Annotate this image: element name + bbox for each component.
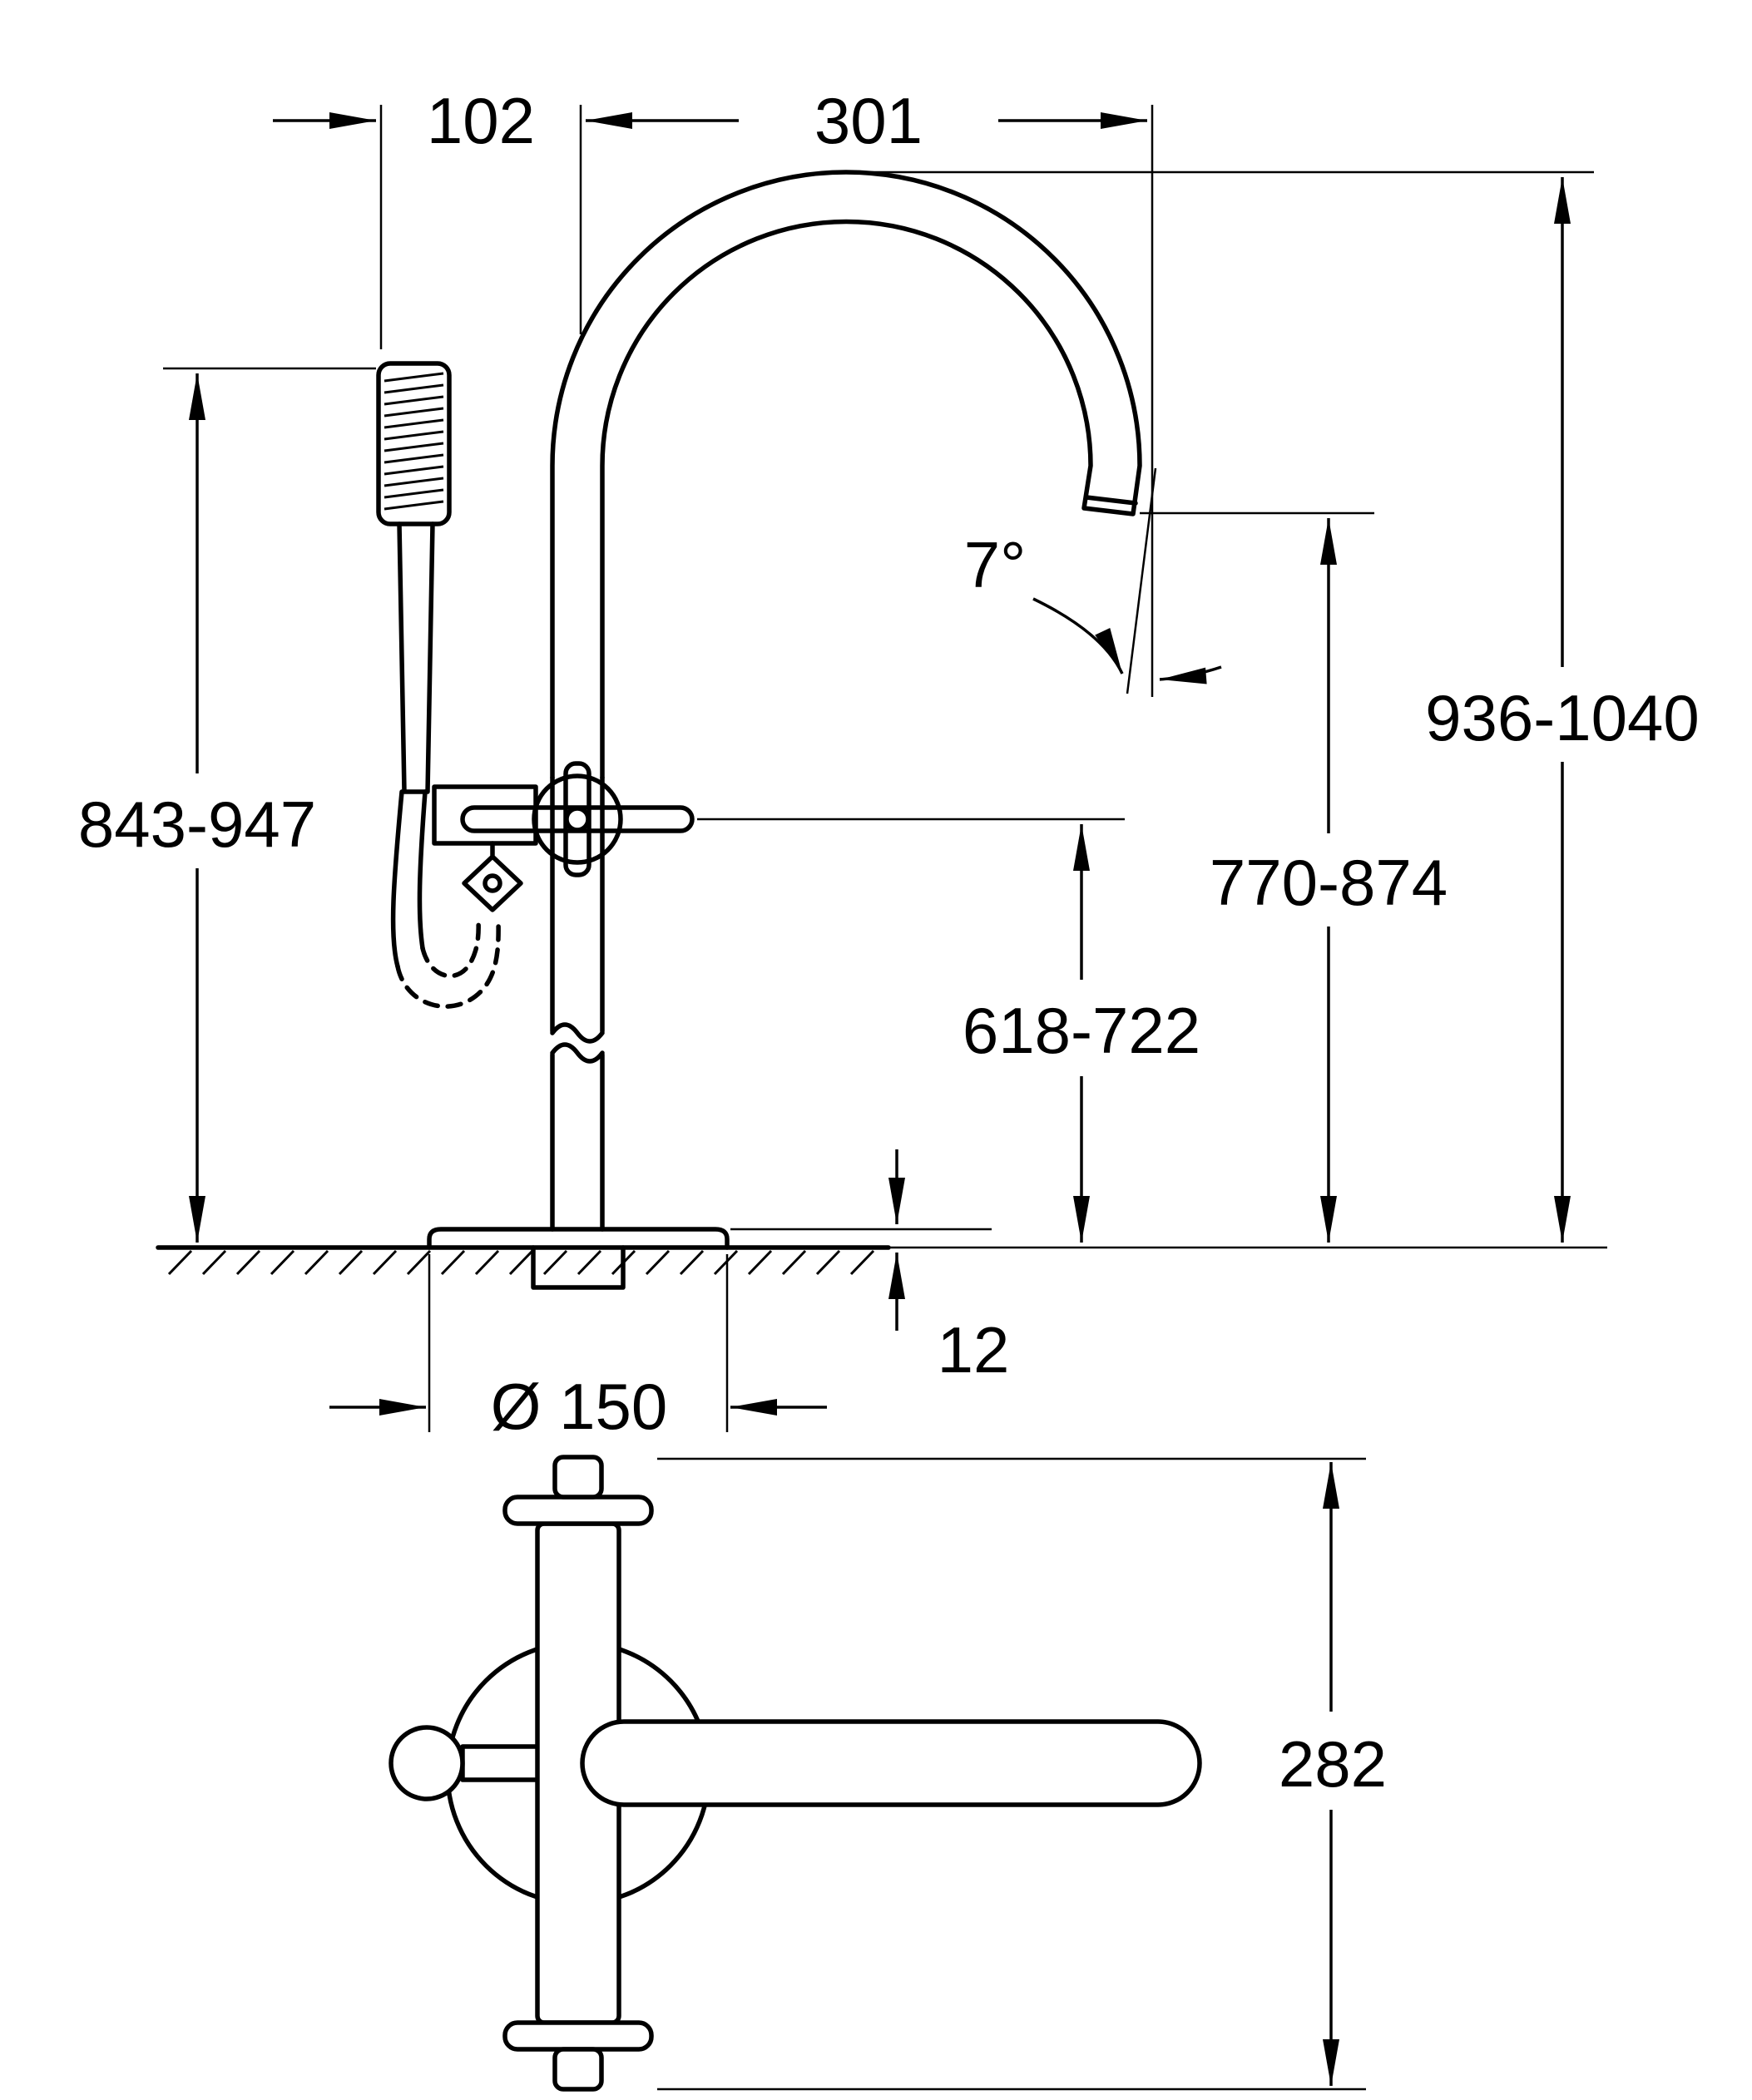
dim-301-label: 301 xyxy=(814,84,923,157)
diverter-knob-center xyxy=(483,873,502,893)
base-plate xyxy=(427,1227,730,1250)
dim-plate-thickness-label: 12 xyxy=(938,1313,1010,1386)
cross-handle-top-cap xyxy=(552,1455,604,1500)
dim-outlet-height-label: 770-874 xyxy=(1210,846,1448,919)
cross-handle-vertical-arm xyxy=(563,761,591,877)
floor-hatch xyxy=(167,1249,875,1276)
under-floor-shaft xyxy=(531,1245,626,1290)
cross-handle-horizontal-arm xyxy=(460,805,695,833)
hand-shower-handle xyxy=(397,521,435,794)
shower-hose-outer xyxy=(390,789,404,969)
diverter-stem-top-view xyxy=(460,1744,548,1782)
dim-shower-height-label: 843-947 xyxy=(78,788,316,861)
dim-total-height-label: 936-1040 xyxy=(1425,681,1700,754)
side-view xyxy=(156,170,1142,1290)
column-lines xyxy=(550,775,605,1232)
hand-shower-head xyxy=(376,361,452,526)
spout-aerator-line xyxy=(1084,495,1138,506)
valve-body xyxy=(532,773,623,865)
hand-shower-head-hatch xyxy=(384,372,444,511)
shower-hose-loop-inner xyxy=(420,919,481,979)
diverter-ball-top-view xyxy=(389,1725,465,1801)
dim-spout-angle-label: 7° xyxy=(964,528,1027,601)
spout-outline xyxy=(550,170,1142,780)
side-view-dimensions: 102 301 936-1040 770-874 618-722 843-947… xyxy=(78,84,1700,1443)
dim-depth-label: 282 xyxy=(1279,1727,1387,1801)
shower-holder-bracket xyxy=(432,784,538,846)
cross-handle-top-bar xyxy=(502,1495,654,1526)
column-break-wave xyxy=(550,1022,605,1064)
plan-view xyxy=(389,1455,1202,2092)
shower-hose-loop-outer xyxy=(395,919,501,1009)
dim-102-label: 102 xyxy=(427,84,535,157)
valve-center-screw xyxy=(564,806,591,833)
angle-leader-arc-left xyxy=(1032,597,1124,674)
shower-hose-inner xyxy=(417,789,428,951)
angle-reference-tilted-line xyxy=(1126,467,1157,694)
diverter-knob xyxy=(462,841,523,912)
dim-handle-height-label: 618-722 xyxy=(963,994,1200,1067)
angle-arc-right xyxy=(1159,665,1222,684)
plan-view-dimensions: 282 xyxy=(657,1457,1387,2091)
spout-lever-top-view xyxy=(580,1719,1202,1807)
cross-handle-bottom-bar xyxy=(502,2020,654,2052)
cross-handle-bottom-cap xyxy=(552,2047,604,2092)
dim-base-diameter-label: Ø 150 xyxy=(491,1370,667,1443)
